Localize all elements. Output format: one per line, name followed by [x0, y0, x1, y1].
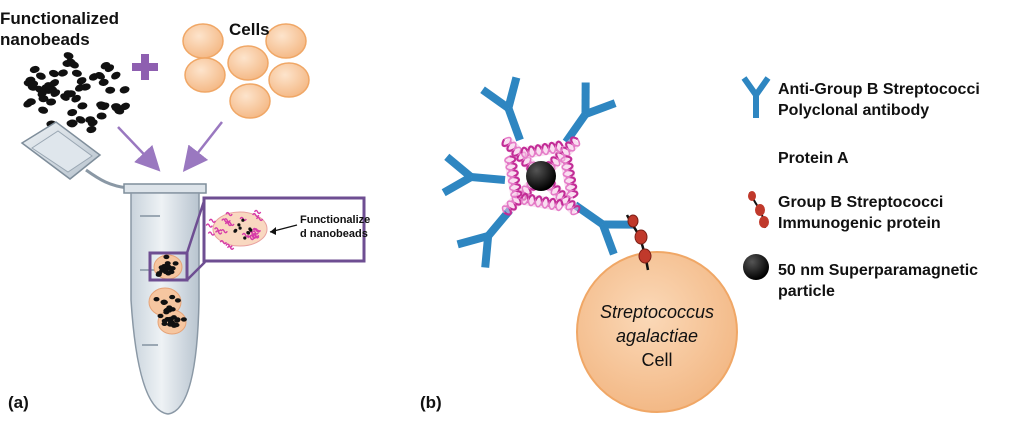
cells-label: Cells	[229, 20, 270, 39]
nanobead-dot	[50, 89, 61, 97]
panel-b-label: (b)	[420, 393, 442, 412]
legend-antibody-label: Anti-Group B Streptococci Polyclonal ant…	[778, 79, 980, 121]
panel-a-label: (a)	[8, 393, 29, 412]
legend-particle-label: 50 nm Superparamagnetic particle	[778, 260, 978, 302]
legend-antibody-line1: Anti-Group B Streptococci	[778, 81, 980, 98]
legend-immunogenic-label: Group B Streptococci Immunogenic protein	[778, 192, 943, 234]
nanobead-dot	[96, 112, 107, 120]
tube-cap-icon	[20, 121, 129, 190]
arrow-beads-to-tube	[117, 126, 161, 172]
streptococcus-cell	[576, 251, 738, 413]
nanobead-dot	[67, 109, 78, 117]
legend-particle-icon	[743, 254, 769, 280]
protein-a-group	[501, 136, 581, 216]
legend-immunogenic-icon	[748, 191, 769, 229]
nanobead-dot	[119, 86, 130, 94]
inset-label-line2: d nanobeads	[300, 228, 368, 240]
nanobead-dot	[35, 72, 46, 80]
arrow-cells-to-tube	[182, 121, 223, 172]
cell-word: Cell	[641, 350, 673, 370]
nanobead-dot	[38, 106, 49, 114]
plus-icon	[132, 54, 158, 80]
nanobead-dot	[28, 80, 39, 88]
inset-label: Functionalize d nanobeads	[300, 213, 370, 241]
legend-particle-line1: 50 nm Superparamagnetic	[778, 262, 979, 279]
inset-connector-top	[185, 197, 207, 254]
nanobead-dot	[48, 69, 59, 78]
legend-immunogenic-line1: Group B Streptococci	[778, 194, 944, 211]
cell-name-label: Streptococcus agalactiae Cell	[577, 300, 737, 372]
legend-protein-a-label: Protein A	[778, 150, 849, 167]
nanobead-dot	[71, 94, 81, 103]
nanobead-dot	[37, 89, 48, 98]
nanobead-dot	[63, 90, 74, 98]
nanobead-dot	[49, 79, 60, 87]
inset-label-line1: Functionalize	[300, 214, 371, 226]
nanobead-dot	[86, 125, 97, 134]
immunogenic-protein-chain	[625, 214, 652, 271]
nanobead-dot	[77, 102, 88, 110]
cells-cluster	[182, 23, 310, 119]
nanobeads-label: Functionalized nanobeads	[0, 8, 119, 50]
nanobead-dot	[63, 52, 74, 60]
nanobead-dot	[120, 102, 130, 111]
nanobead-dot	[111, 104, 122, 112]
nanobead-dot	[100, 61, 111, 70]
nanobead-dot	[46, 98, 57, 106]
nanobeads-cluster	[23, 52, 130, 134]
nanobead-dot	[98, 78, 109, 86]
nanobead-dot	[62, 59, 73, 68]
inset-functionalized-cell	[205, 209, 268, 250]
nanobead-dot	[105, 86, 116, 94]
nanobead-dot	[96, 101, 107, 109]
nanobead-dot	[76, 77, 87, 85]
nanobead-dot	[85, 116, 96, 124]
nanobead-dot	[29, 65, 40, 74]
nanobeads-label-line1: Functionalized	[0, 9, 119, 28]
nanobead-dot	[71, 69, 82, 77]
nanobeads-label-line2: nanobeads	[0, 30, 90, 49]
cell-name-line2: agalactiae	[615, 326, 699, 346]
tube-highlight-box	[148, 251, 189, 282]
nanobead-dot	[95, 71, 105, 80]
legend-particle-line2: particle	[778, 283, 835, 300]
cell-name-line1: Streptococcus	[599, 302, 715, 322]
legend-antibody-icon	[741, 76, 771, 118]
nanobead-dot	[111, 71, 121, 80]
nanobead-dot	[74, 84, 85, 92]
legend-immunogenic-line2: Immunogenic protein	[778, 215, 941, 232]
inset-connector-bottom	[186, 261, 206, 281]
nanobead-dot	[66, 120, 77, 128]
superparamagnetic-particle	[526, 161, 556, 191]
nanobead-dot	[75, 116, 86, 124]
legend-antibody-line2: Polyclonal antibody	[778, 102, 930, 119]
nanobead-dot	[57, 69, 68, 77]
nanobead-dot	[25, 98, 36, 106]
